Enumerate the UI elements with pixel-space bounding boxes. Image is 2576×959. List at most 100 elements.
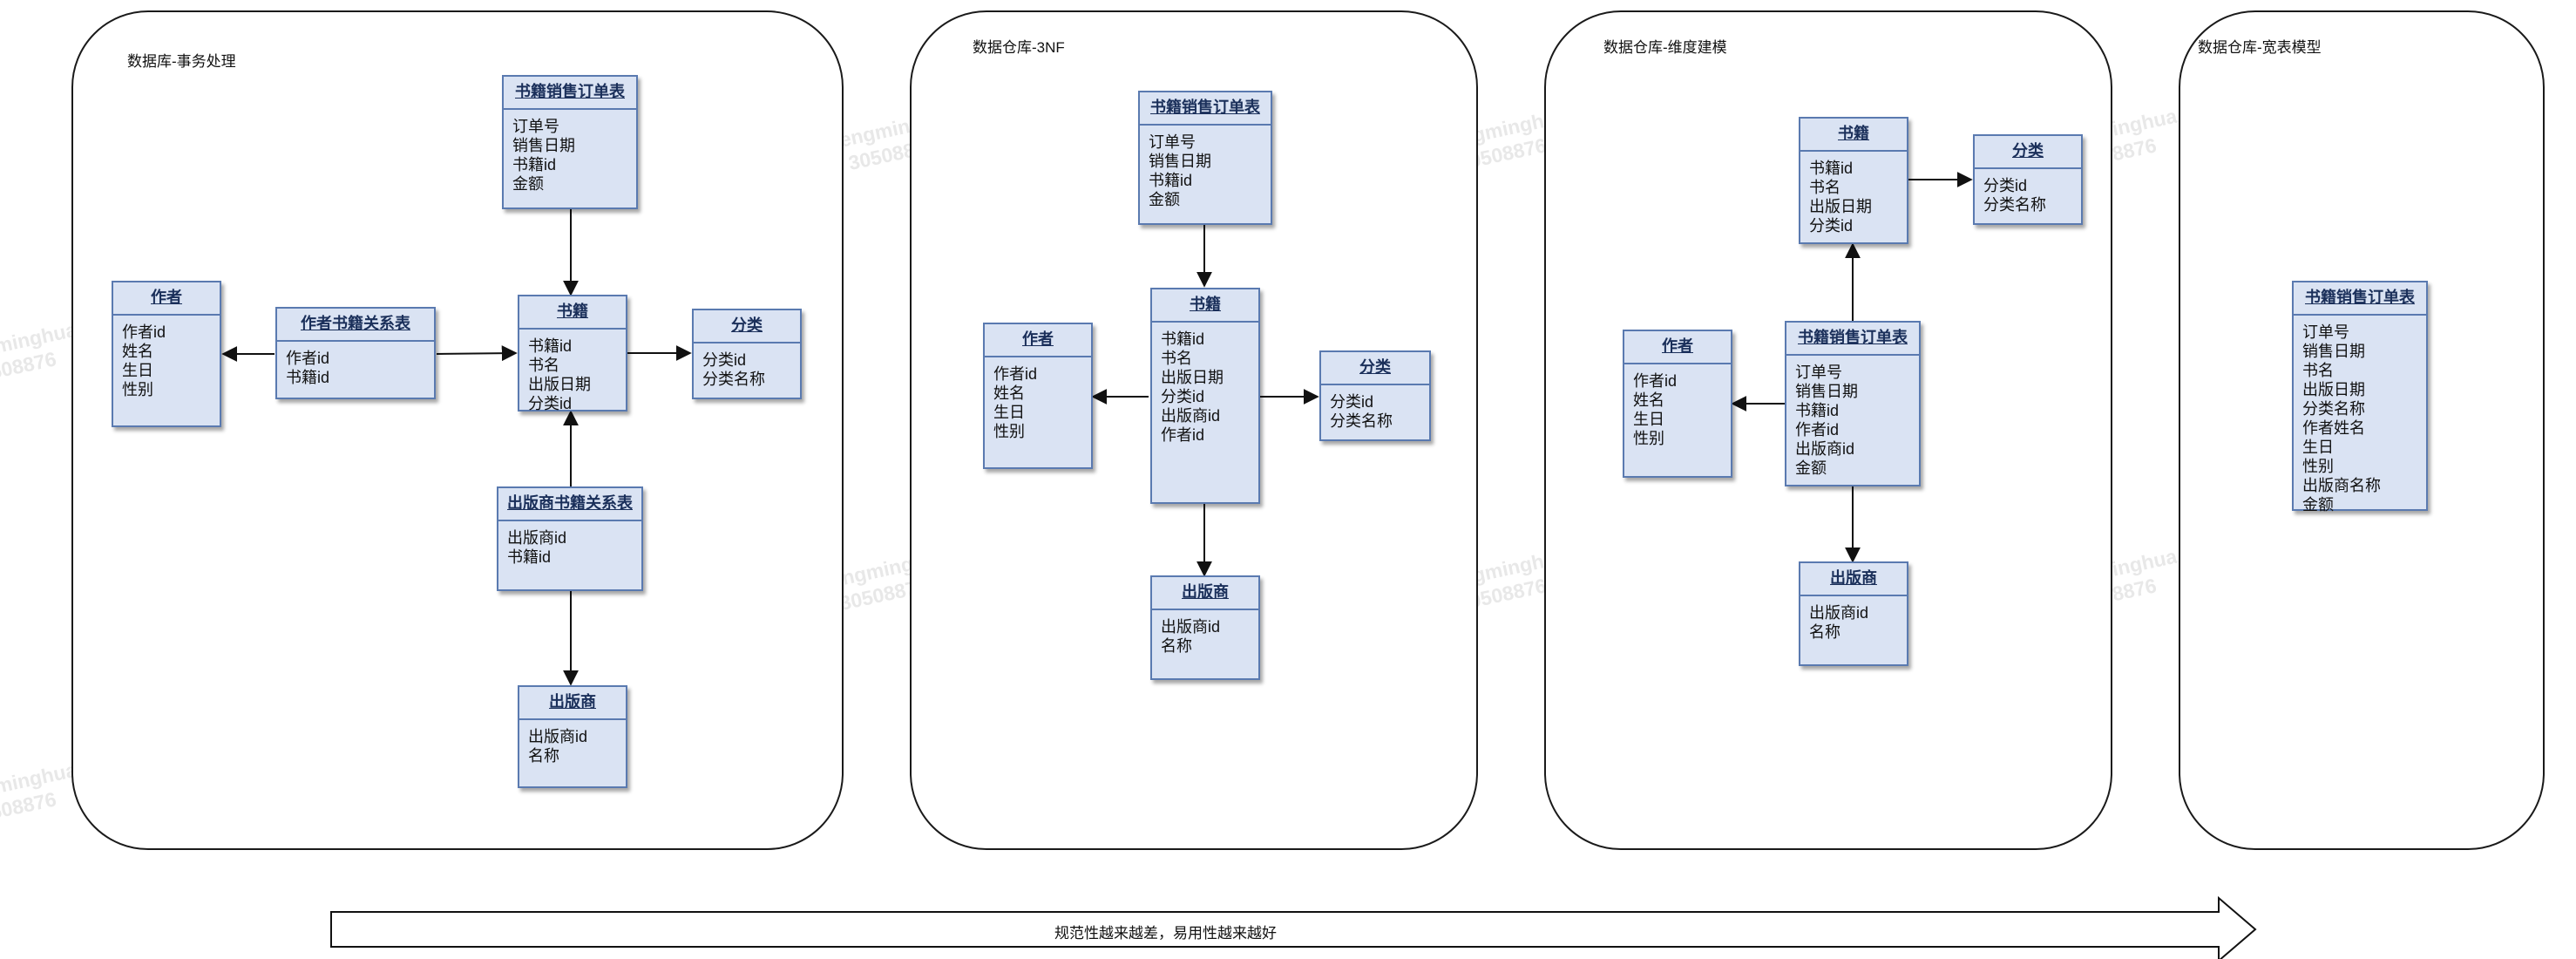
- entity-title: 作者: [1624, 331, 1731, 364]
- entity-title: 作者: [113, 282, 220, 316]
- field: 订单号: [512, 118, 559, 135]
- field: 性别: [122, 381, 153, 398]
- entity-title: 书籍销售订单表: [2294, 282, 2426, 316]
- field: 出版商id: [1795, 440, 1855, 458]
- field: 分类名称: [702, 371, 765, 388]
- field: 性别: [2302, 458, 2334, 475]
- field: 生日: [1633, 411, 1664, 428]
- field: 书籍id: [507, 548, 552, 566]
- field: 书籍id: [528, 337, 573, 355]
- field: 名称: [528, 747, 559, 765]
- field: 分类名称: [1983, 196, 2046, 214]
- entity-title: 书籍: [519, 296, 626, 330]
- field: 出版日期: [1809, 198, 1872, 215]
- panel-title: 数据仓库-宽表模型: [2198, 39, 2322, 56]
- field: 金额: [512, 175, 544, 193]
- field: 姓名: [122, 343, 153, 360]
- field: 分类id: [1983, 177, 2028, 194]
- field: 书名: [528, 357, 559, 374]
- field: 书名: [1161, 350, 1192, 367]
- entity-title: 出版商书籍关系表: [498, 488, 641, 521]
- field: 作者id: [286, 350, 330, 367]
- field: 书名: [2302, 362, 2334, 379]
- field: 书籍id: [512, 156, 557, 173]
- field: 书籍id: [1809, 160, 1854, 177]
- connector-authorbook-to-book: [436, 345, 518, 362]
- field: 书籍id: [1795, 402, 1840, 419]
- field: 作者id: [1161, 426, 1205, 444]
- entity-title: 书籍: [1800, 119, 1907, 152]
- entity-title: 出版商: [519, 687, 626, 720]
- entity-title: 作者: [985, 324, 1091, 357]
- field: 出版商id: [1161, 407, 1221, 425]
- field: 出版日期: [528, 376, 591, 393]
- field: 分类名称: [2302, 400, 2365, 418]
- field: 分类id: [528, 395, 573, 412]
- panel-transaction-db: [71, 10, 844, 850]
- field: 作者id: [1795, 421, 1840, 439]
- entity-category: 分类 分类id 分类名称: [692, 309, 802, 399]
- field: 出版商名称: [2302, 477, 2381, 494]
- field: 出版商id: [1809, 604, 1869, 622]
- field: 销售日期: [1795, 383, 1858, 400]
- field: 分类id: [1809, 217, 1854, 235]
- progress-arrow-outline: [331, 898, 2233, 913]
- progress-arrow-label: 规范性越来越差，易用性越来越好: [1054, 925, 1277, 942]
- field: 分类id: [1161, 388, 1205, 405]
- progress-arrow: [331, 900, 2229, 913]
- field: 分类id: [1330, 393, 1374, 411]
- panel-title: 数据库-事务处理: [127, 53, 236, 70]
- field: 书籍id: [286, 369, 330, 386]
- field: 出版日期: [1161, 369, 1224, 386]
- field: 订单号: [1795, 364, 1842, 381]
- entity-book-order-wide: 书籍销售订单表 订单号销售日期书名出版日期分类名称作者姓名生日性别出版商名称金额: [2292, 281, 2428, 514]
- field: 性别: [1633, 430, 1664, 447]
- entity-title: 书籍销售订单表: [504, 77, 636, 110]
- progress-arrow-shape: [330, 895, 2257, 959]
- field: 性别: [993, 423, 1025, 440]
- field: 出版日期: [2302, 381, 2365, 398]
- field: 出版商id: [507, 529, 567, 547]
- field: 订单号: [2302, 323, 2349, 341]
- field: 分类名称: [1330, 412, 1393, 430]
- field: 生日: [122, 362, 153, 379]
- entity-title: 出版商: [1152, 577, 1258, 610]
- field: 姓名: [1633, 391, 1664, 409]
- panel-title: 数据仓库-维度建模: [1603, 39, 1727, 56]
- field: 出版商id: [528, 728, 588, 745]
- field: 作者id: [1633, 372, 1678, 390]
- entity-title: 分类: [694, 310, 800, 343]
- field: 名称: [1161, 637, 1192, 655]
- field: 分类id: [702, 351, 747, 369]
- entity-author: 作者 作者id 姓名生日性别: [112, 281, 221, 427]
- field: 金额: [1149, 191, 1180, 208]
- field: 作者id: [993, 365, 1038, 383]
- entity-title: 分类: [1321, 352, 1429, 385]
- field: 销售日期: [2302, 343, 2365, 360]
- field: 金额: [1795, 459, 1827, 477]
- entity-title: 书籍销售订单表: [1786, 323, 1919, 356]
- field: 订单号: [1149, 133, 1196, 151]
- entity-title: 书籍销售订单表: [1140, 92, 1271, 126]
- entity-category-dimension: 分类 分类id 分类名称: [1973, 134, 2083, 225]
- field: 作者姓名: [2302, 419, 2365, 437]
- entity-book: 书籍 书籍id 书名出版日期分类id: [518, 295, 627, 412]
- field: 作者id: [122, 323, 166, 341]
- entity-publisher: 出版商 出版商id 名称: [518, 685, 627, 788]
- entity-title: 分类: [1975, 136, 2081, 169]
- field: 金额: [2302, 496, 2334, 514]
- field: 生日: [2302, 439, 2334, 456]
- field: 书籍id: [1149, 172, 1193, 189]
